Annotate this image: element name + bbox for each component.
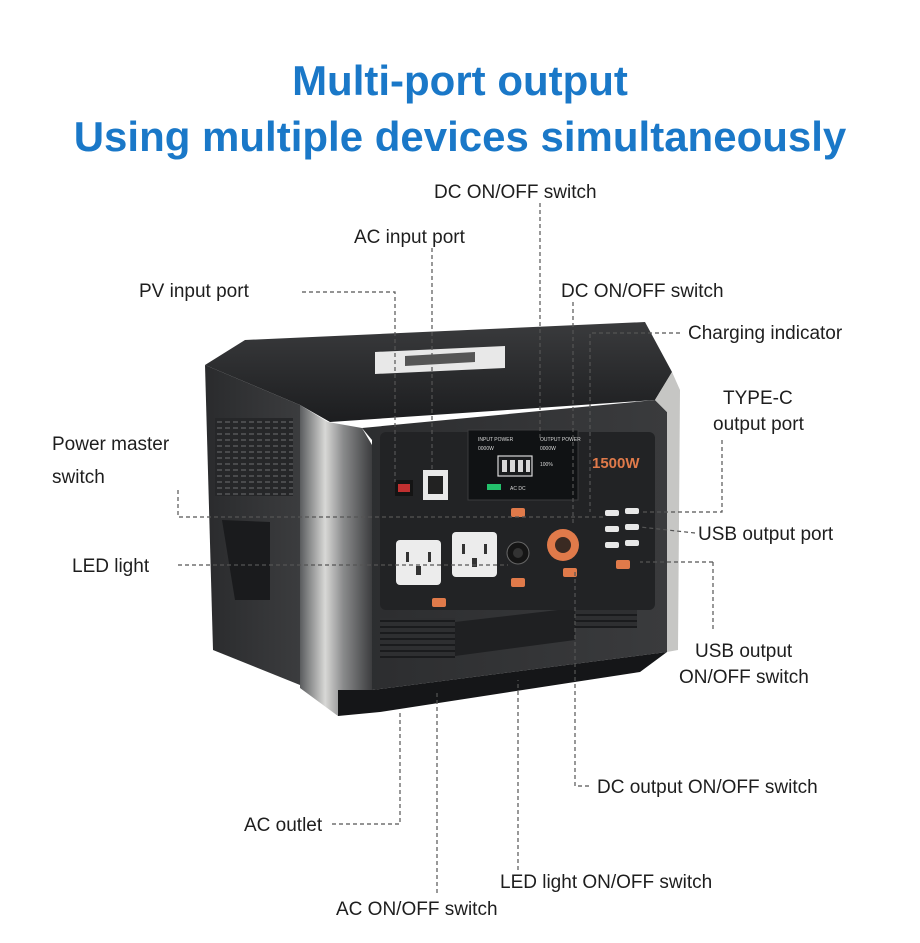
top-panel	[205, 322, 672, 422]
usb-port-group[interactable]	[605, 508, 639, 548]
label-pv-input-port: PV input port	[139, 281, 249, 302]
label-ac-switch: AC ON/OFF switch	[336, 899, 498, 920]
screen-mode-icons: AC DC	[510, 486, 526, 492]
screen-input-power-label: INPUT POWER	[478, 437, 514, 443]
label-led-light: LED light	[72, 556, 150, 577]
power-rating-label: 1500W	[592, 455, 640, 472]
label-power-master-line2: switch	[52, 467, 105, 488]
label-type-c-line2: output port	[713, 414, 804, 435]
ac-outlet-right[interactable]	[452, 532, 497, 577]
ac-switch-button[interactable]	[432, 598, 446, 607]
front-bumper	[300, 405, 372, 716]
ac-outlet-left[interactable]	[396, 540, 441, 585]
label-charging-indicator: Charging indicator	[688, 323, 843, 344]
left-side-panel	[205, 365, 300, 685]
screen-output-value: 0000W	[540, 446, 556, 452]
title-line-2: Using multiple devices simultaneously	[73, 113, 847, 160]
control-panel	[380, 432, 655, 610]
label-led-switch: LED light ON/OFF switch	[500, 872, 713, 893]
usb-switch-button[interactable]	[616, 560, 630, 569]
label-usb-output-port: USB output port	[698, 524, 834, 545]
label-ac-input-port: AC input port	[354, 227, 465, 248]
label-usb-switch-line2: ON/OFF switch	[679, 667, 809, 688]
label-dc-output-switch: DC output ON/OFF switch	[597, 777, 818, 798]
display-screen: INPUT POWER 0000W OUTPUT POWER 0000W 100…	[467, 429, 581, 501]
title-line-1: Multi-port output	[292, 57, 628, 104]
dc-switch-button[interactable]	[511, 508, 525, 517]
led-switch-button[interactable]	[511, 578, 525, 587]
label-type-c-line1: TYPE-C	[723, 388, 793, 409]
pv-port-red-icon	[398, 484, 410, 492]
leader-lines	[177, 203, 723, 893]
label-ac-outlet: AC outlet	[244, 815, 323, 836]
label-power-master-line1: Power master	[52, 434, 170, 455]
label-dc-switch-top: DC ON/OFF switch	[434, 182, 597, 203]
label-usb-switch-line1: USB output	[695, 641, 793, 662]
screen-output-power-label: OUTPUT POWER	[540, 437, 581, 443]
screen-battery-percent: 100%	[540, 462, 553, 468]
screen-input-value: 0000W	[478, 446, 494, 452]
dc-output-switch-button[interactable]	[563, 568, 577, 577]
label-dc-switch-right: DC ON/OFF switch	[561, 281, 724, 302]
